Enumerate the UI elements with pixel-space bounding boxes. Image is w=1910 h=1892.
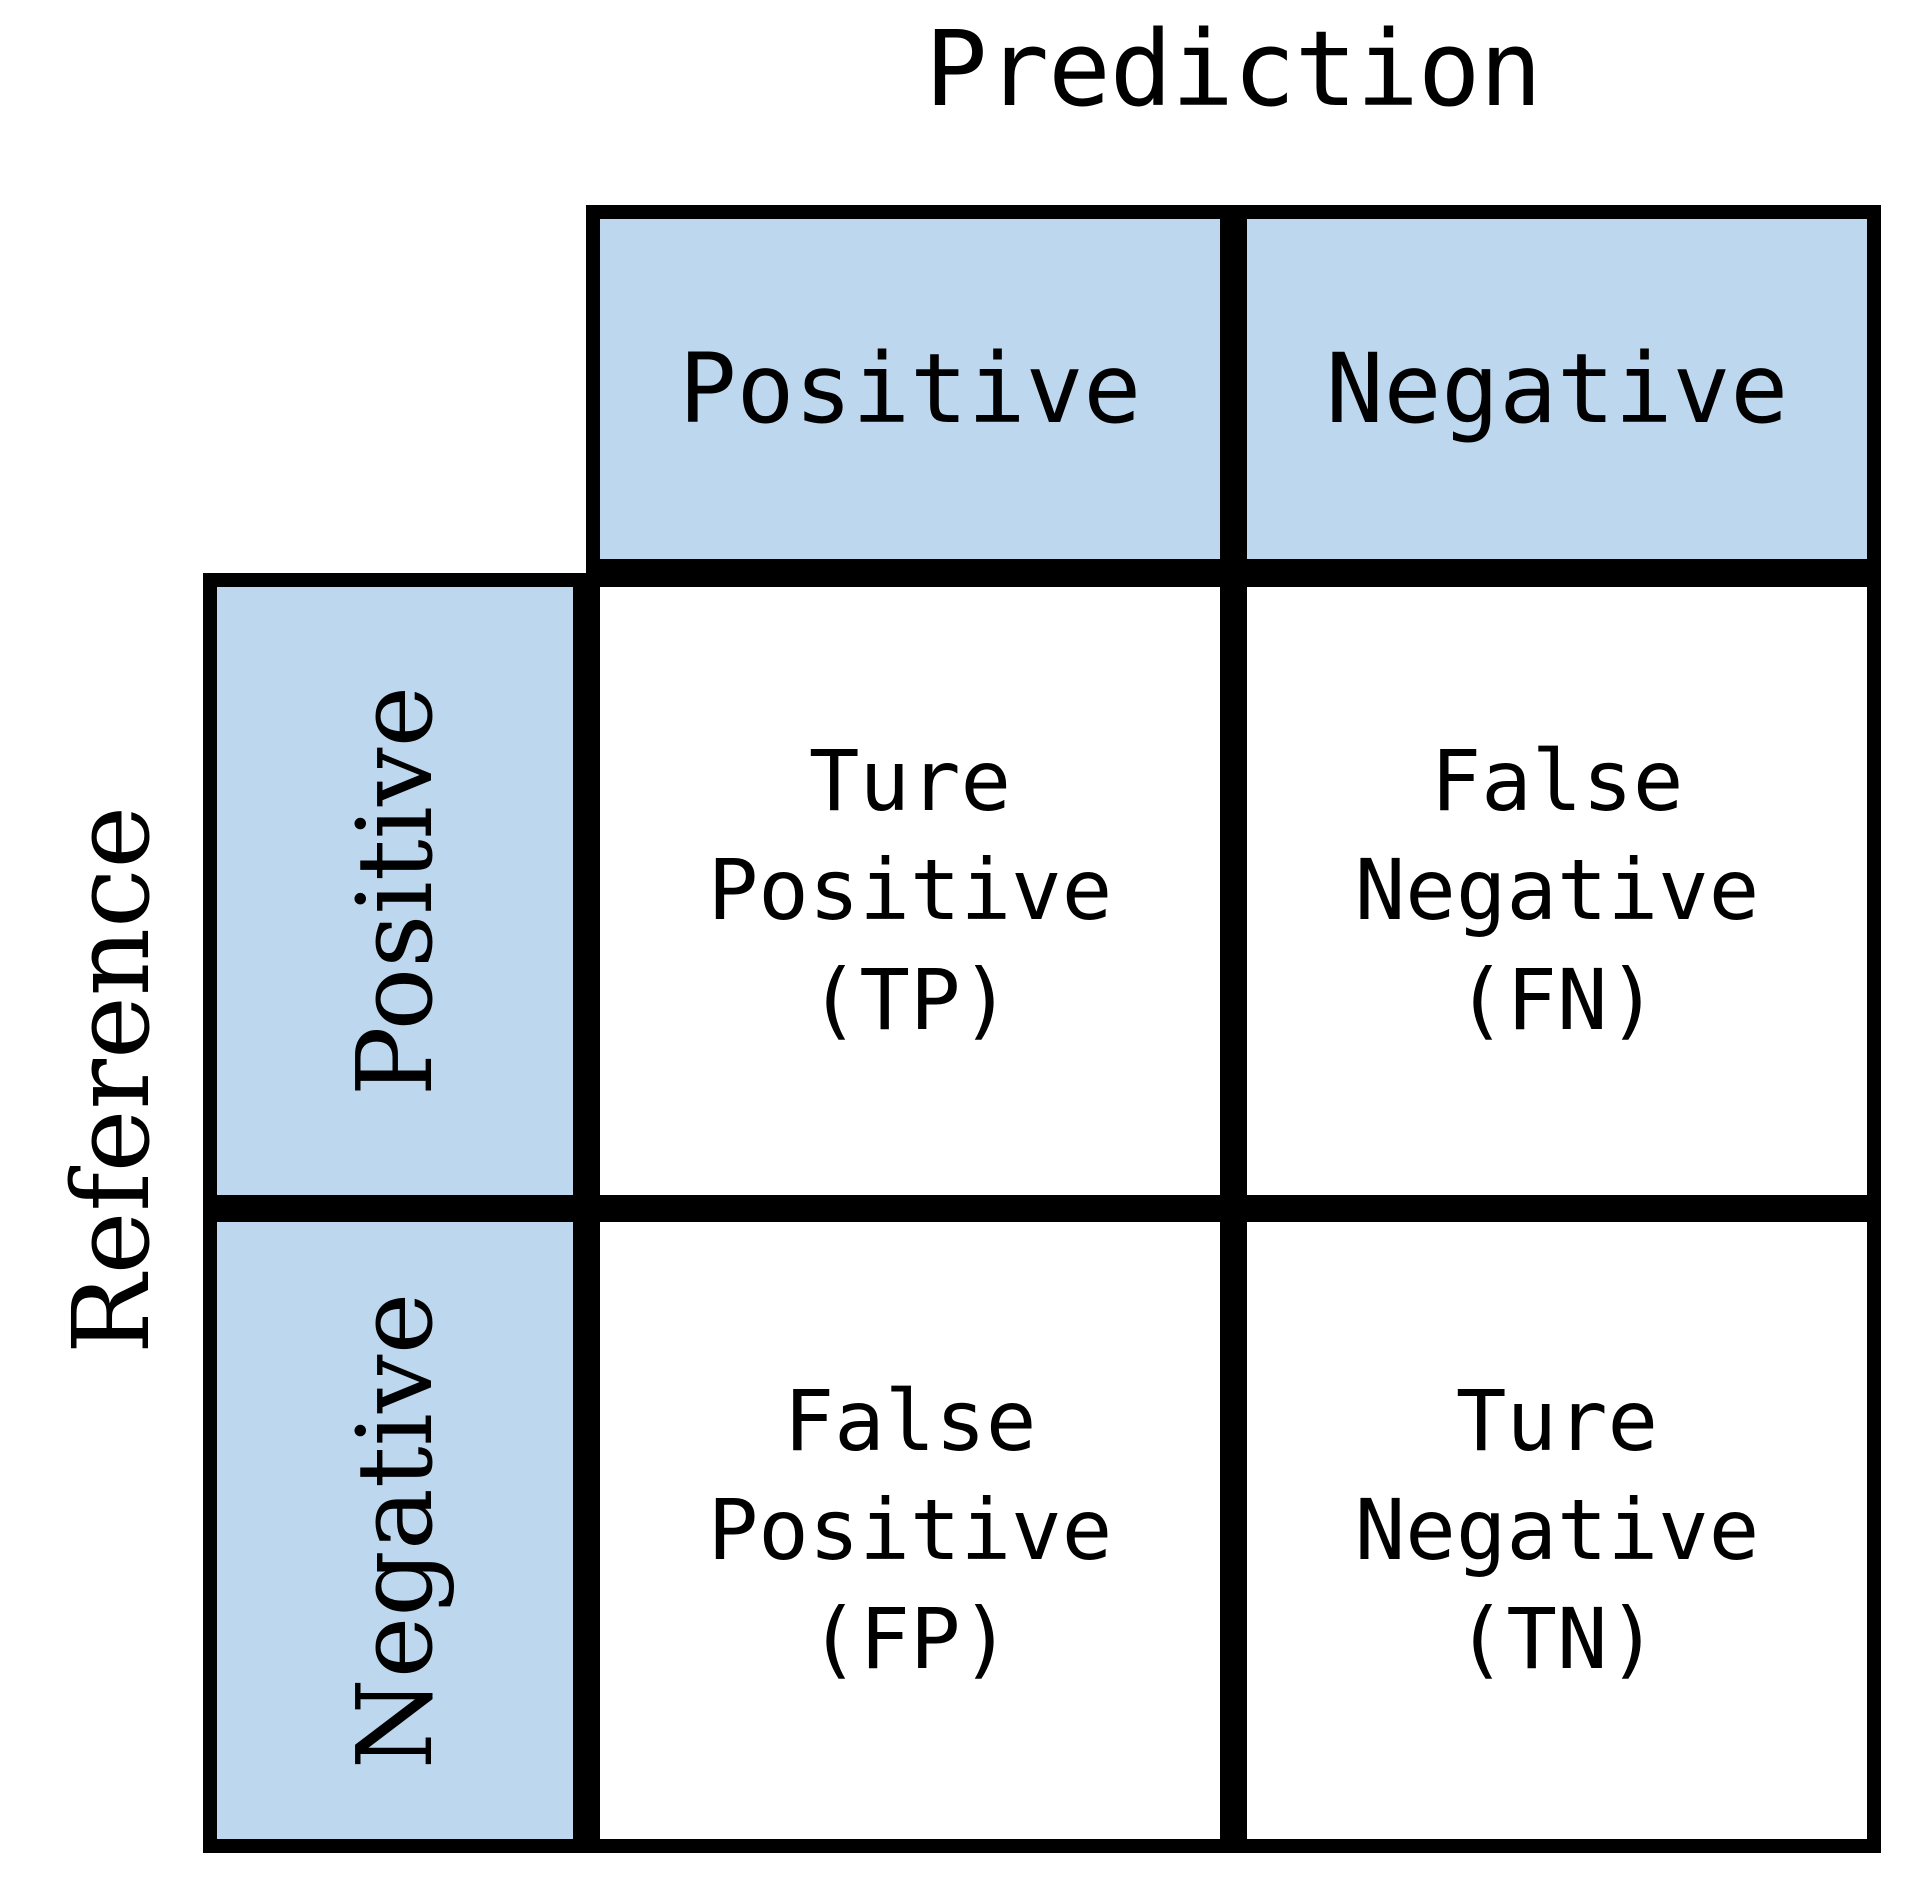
row-header-positive: Positive xyxy=(203,573,587,1209)
cell-true-positive-line-3: (TP) xyxy=(808,950,1012,1049)
cell-true-positive-line-2: Positive xyxy=(707,841,1113,940)
column-header-positive: Positive xyxy=(586,205,1234,573)
cell-false-positive-line-1: False xyxy=(783,1371,1037,1470)
cell-false-negative-line-3: (FN) xyxy=(1455,950,1659,1049)
cell-true-negative-line-1: Ture xyxy=(1455,1371,1659,1470)
cell-false-positive-line-3: (FP) xyxy=(808,1590,1012,1689)
cell-true-positive-line-1: Ture xyxy=(808,732,1012,831)
cell-false-positive-line-2: Positive xyxy=(707,1480,1113,1579)
cell-true-negative-line-3: (TN) xyxy=(1455,1590,1659,1689)
row-header-negative: Negative xyxy=(203,1208,587,1853)
cell-false-negative: False Negative (FN) xyxy=(1233,573,1881,1209)
row-header-positive-label: Positive xyxy=(334,685,456,1097)
cell-false-negative-line-1: False xyxy=(1430,732,1684,831)
cell-false-negative-line-2: Negative xyxy=(1354,841,1760,940)
row-header-negative-label: Negative xyxy=(334,1292,456,1769)
column-header-negative: Negative xyxy=(1233,205,1881,573)
cell-true-negative-line-2: Negative xyxy=(1354,1480,1760,1579)
cell-true-positive: Ture Positive (TP) xyxy=(586,573,1234,1209)
cell-true-negative: Ture Negative (TN) xyxy=(1233,1208,1881,1853)
prediction-axis-title: Prediction xyxy=(924,8,1542,130)
column-header-negative-label: Negative xyxy=(1325,333,1789,445)
cell-false-positive: False Positive (FP) xyxy=(586,1208,1234,1853)
column-header-positive-label: Positive xyxy=(678,333,1142,445)
